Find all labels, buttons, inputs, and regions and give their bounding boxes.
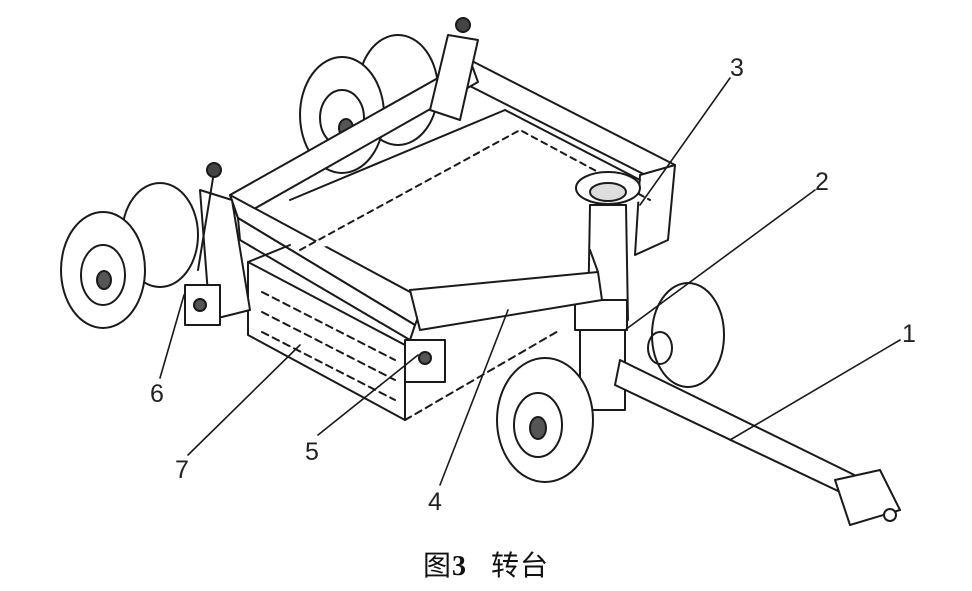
callout-5: 5 <box>305 438 319 466</box>
callout-7: 7 <box>175 456 189 484</box>
figure-caption: 图3 转台 <box>0 544 972 584</box>
front-wheel-left <box>496 357 594 483</box>
callout-6: 6 <box>150 380 164 408</box>
callout-1: 1 <box>902 320 916 348</box>
callout-3: 3 <box>730 54 744 82</box>
leader-lines <box>159 77 901 486</box>
caption-number: 3 <box>452 551 467 582</box>
caption-title: 转台 <box>491 549 550 582</box>
turntable-drawing: 1 2 3 4 5 6 7 <box>60 17 916 526</box>
callout-labels: 1 2 3 4 5 6 7 <box>150 54 916 516</box>
left-wheel-pair <box>60 182 199 329</box>
left-swing-arm <box>184 162 251 326</box>
callout-4: 4 <box>428 488 442 516</box>
caption-label: 图 <box>422 549 452 582</box>
connecting-arm <box>409 249 603 331</box>
callout-2: 2 <box>815 168 829 196</box>
rear-swing-arm <box>429 17 479 121</box>
tow-bar <box>614 359 901 526</box>
front-wheel-right <box>647 282 725 388</box>
